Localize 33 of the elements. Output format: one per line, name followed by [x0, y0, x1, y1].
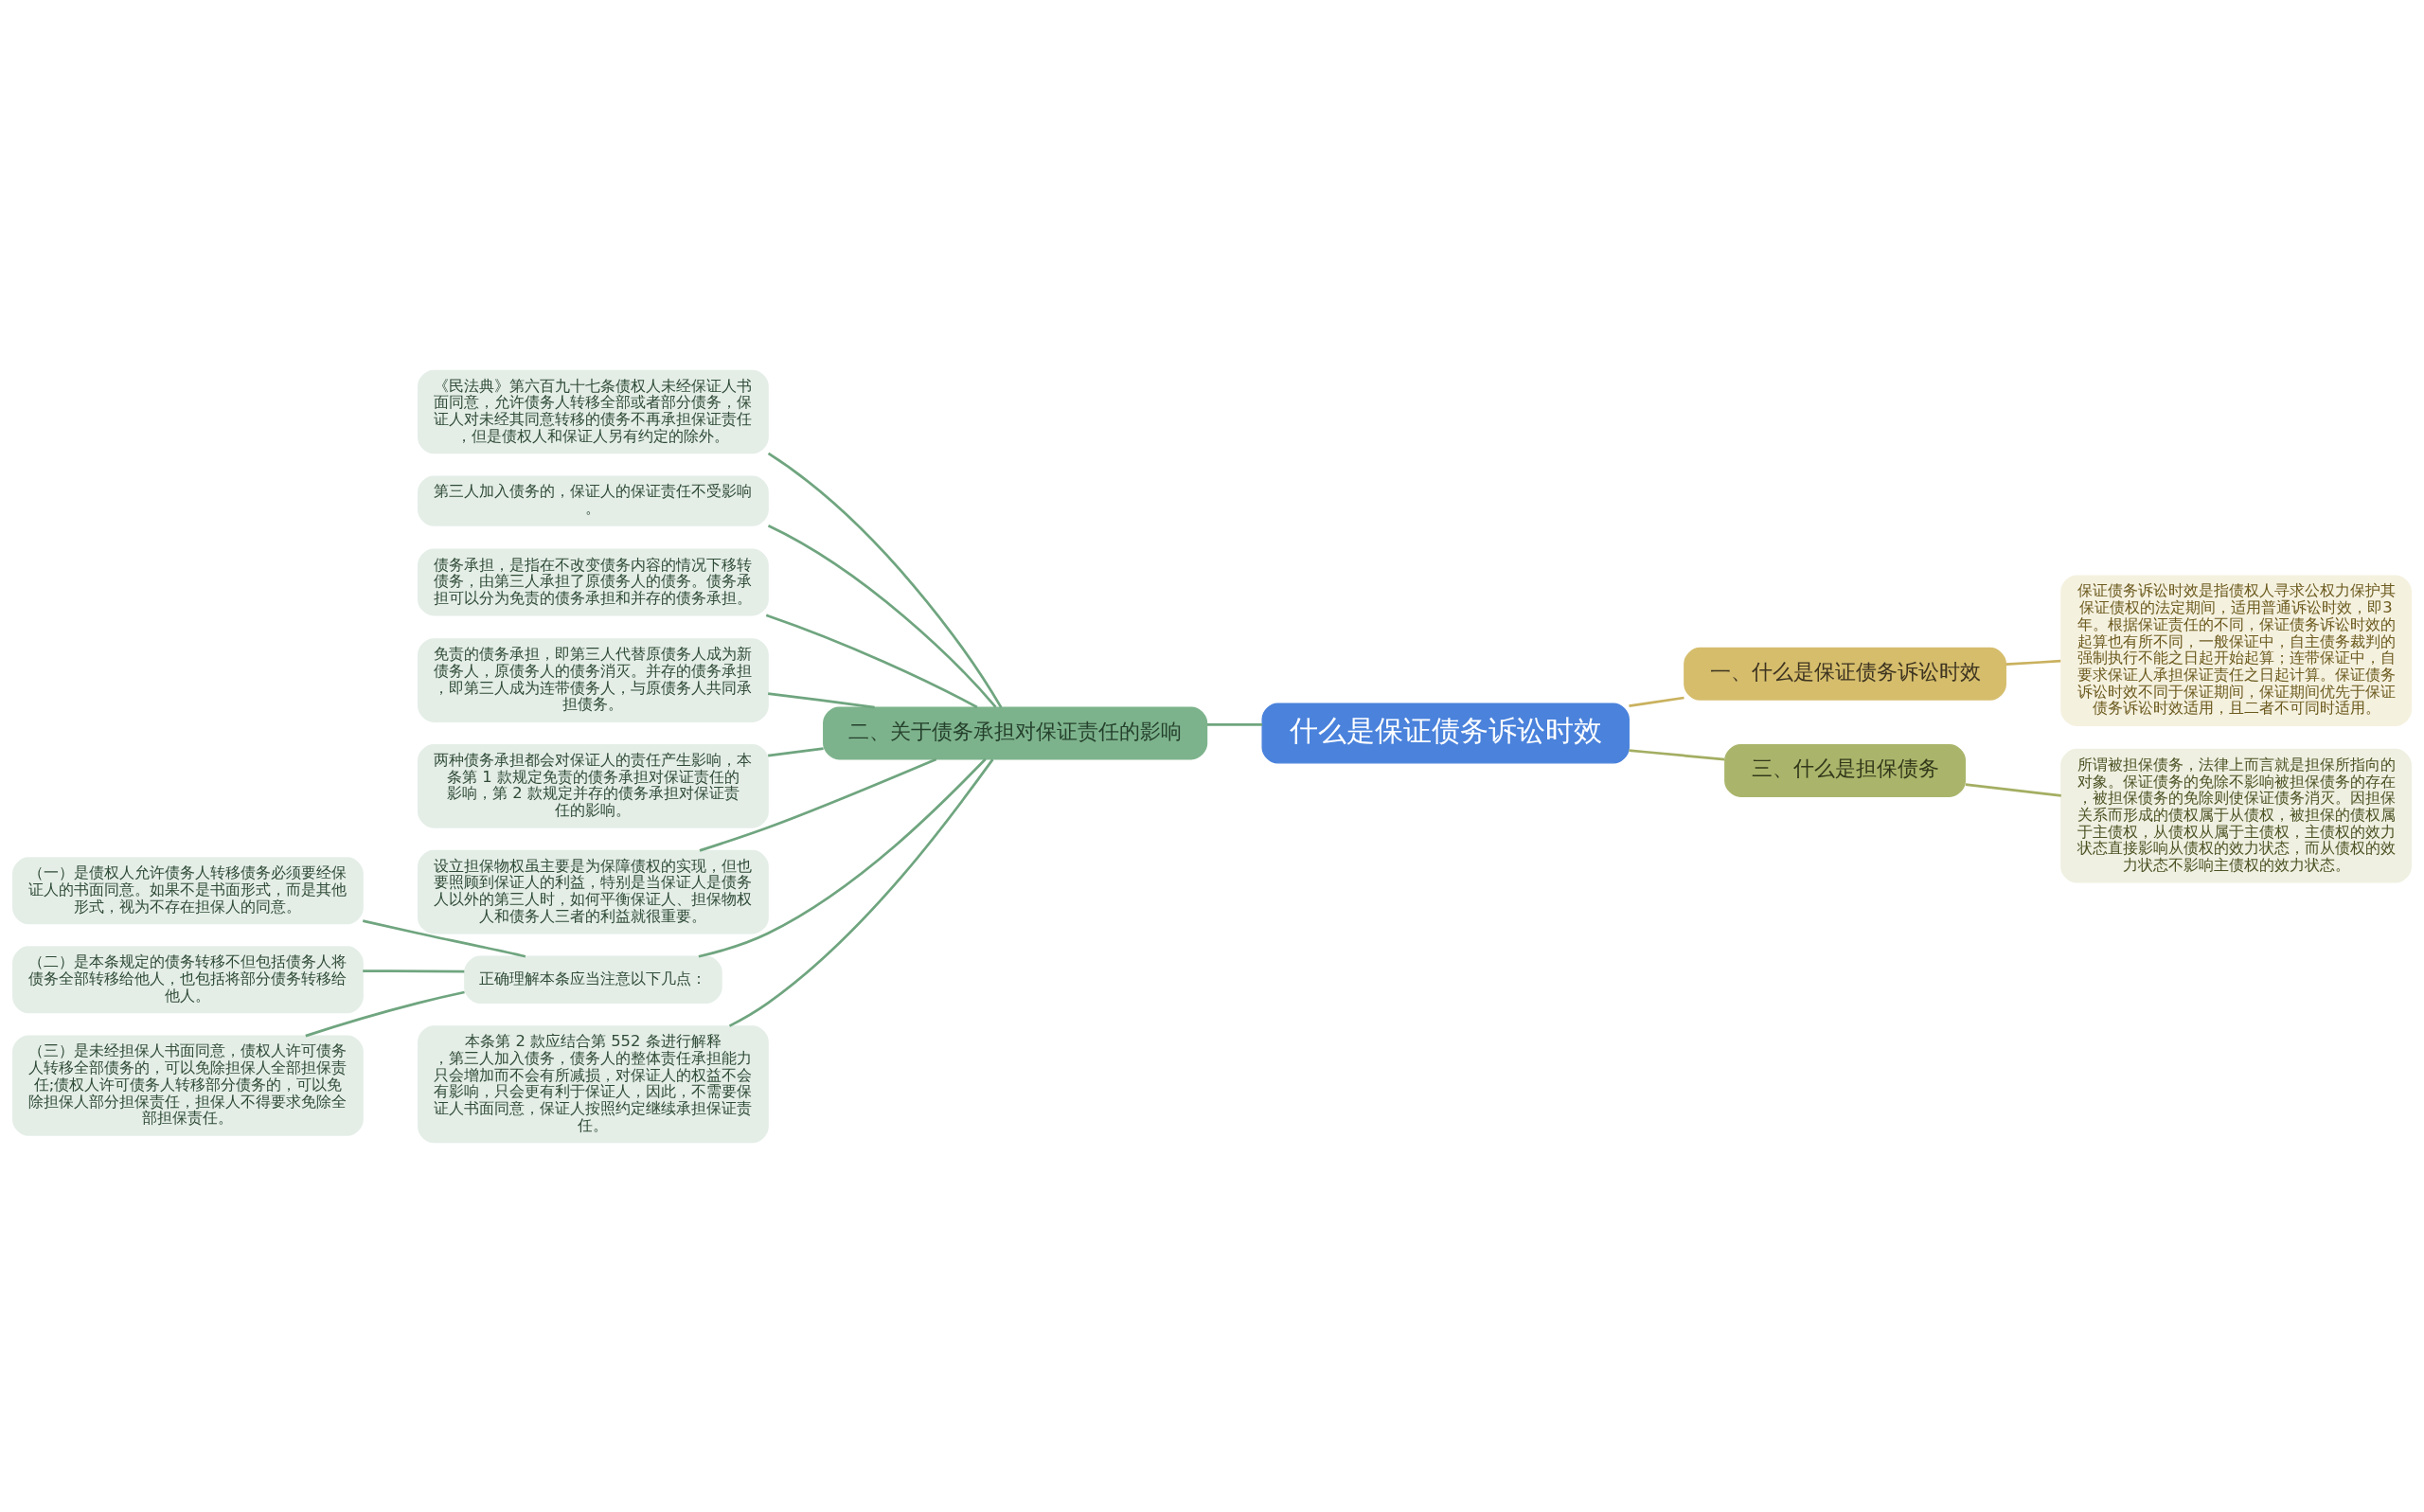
connector [768, 691, 875, 709]
connector [2005, 659, 2061, 666]
node-box: 两种债务承担都会对保证人的责任产生影响，本条第 1 款规定免责的债务承担对保证责任的影响，第 2 款规定并存的债务承担对保证责任的影响。 [418, 743, 769, 828]
connector [728, 757, 994, 1027]
node-box: 本条第 2 款应结合第 552 条进行解释，第三人加入债务，债务人的整体责任承担能力只会增加而不会有所减损，对保证人的权益不会有影响，只会更有利于保证人，因此，不需要保证人书面同意，保证人按照约定继续承担保证责任。 [418, 1024, 769, 1143]
connector [768, 746, 824, 756]
node-box: （一）是债权人允许债务人转移债务必须要经保证人的书面同意。如果不是书面形式，而是其他形式，视为不存在担保人的同意。 [12, 856, 364, 924]
node-box: 设立担保物权虽主要是为保障债权的实现，但也要照顾到保证人的利益，特别是当保证人是债务人以外的第三人时，如何平衡保证人、担保物权人和债务人三者的利益就很重要。 [418, 849, 769, 934]
node-box: （三）是未经担保人书面同意，债权人许可债务人转移全部债务的，可以免除担保人全部担保责任;债权人许可债务人转移部分债务的，可以免除担保人部分担保责任，担保人不得要求免除全部担保责任。 [12, 1034, 364, 1136]
node-box: 第三人加入债务的，保证人的保证责任不受影响。 [418, 475, 769, 526]
connector [305, 990, 465, 1037]
node-box: 二、关于债务承担对保证责任的影响 [823, 706, 1208, 759]
connector [767, 524, 997, 708]
connector [698, 757, 987, 958]
connector [363, 969, 465, 973]
connector [362, 918, 526, 958]
connector [1206, 722, 1263, 726]
node-box: 债务承担，是指在不改变债务内容的情况下移转债务，由第三人承担了原债务人的债务。债务承担可以分为免责的债务承担和并存的债务承担。 [418, 548, 769, 615]
connector [1965, 782, 2061, 797]
node-box: 一、什么是保证债务诉讼时效 [1684, 647, 2006, 701]
connector [1629, 696, 1684, 707]
node-box: 免责的债务承担，即第三人代替原债务人成为新债务人，原债务人的债务消灭。并存的债务承担，即第三人成为连带债务人，与原债务人共同承担债务。 [418, 637, 769, 722]
node-box: 三、什么是担保债务 [1724, 743, 1966, 797]
connector [767, 452, 1003, 708]
node-box: 正确理解本条应当注意以下几点： [464, 955, 722, 1004]
node-box: 《民法典》第六百九十七条债权人未经保证人书面同意，允许债务人转移全部或者部分债务，保证人对未经其同意转移的债务不再承担保证责任，但是债权人和保证人另有约定的除外。 [418, 369, 769, 454]
connector [1629, 748, 1725, 760]
node-box: 所谓被担保债务，法律上而言就是担保所指向的对象。保证债务的免除不影响被担保债务的存在，被担保债务的免除则使保证债务消灭。因担保关系而形成的债权属于从债权，被担保的债权属于主债权，从债权从属于主债权，主债权的效力状态直接影响从债权的效力状态，而从债权的效力状态不影响主债权的效力状态。 [2060, 748, 2412, 883]
node-box: 保证债务诉讼时效是指债权人寻求公权力保护其保证债权的法定期间，适用普通诉讼时效，即3年。根据保证责任的不同，保证债务诉讼时效的起算也有所不同，一般保证中，自主债务裁判的强制执行不能之日起开始起算；连带保证中，自要求保证人承担保证责任之日起计算。保证债务诉讼时效不同于保证期间，保证期间优先于保证债务诉讼时效适用，且二者不可同时适用。 [2060, 575, 2412, 726]
node-box: 什么是保证债务诉讼时效 [1261, 702, 1630, 763]
connector [699, 757, 937, 852]
node-box: （二）是本条规定的债务转移不但包括债务人将债务全部转移给他人，也包括将部分债务转移给他人。 [12, 945, 364, 1013]
connector [765, 614, 978, 708]
